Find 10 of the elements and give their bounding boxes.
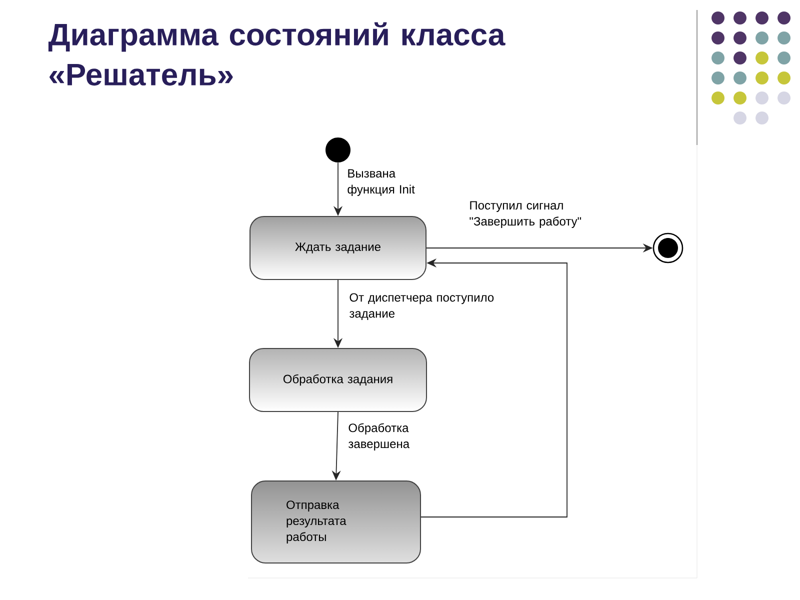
- edge-label: Обработка завершена: [348, 423, 410, 450]
- edge-label: Вызвана функция Init: [348, 169, 415, 196]
- edge-label: От диспетчера поступило задание: [350, 293, 494, 320]
- final-state: [652, 232, 684, 264]
- initial-state: [326, 138, 350, 162]
- edge-label: Поступил сигнал "Завершить работу": [470, 201, 582, 228]
- state-box: Отправка результата работы: [251, 480, 421, 564]
- state-box: Ждать задание: [250, 216, 426, 280]
- state-box: Обработка задания: [249, 348, 427, 412]
- title: Диаграмма состояний класса «Решатель»: [48, 22, 506, 86]
